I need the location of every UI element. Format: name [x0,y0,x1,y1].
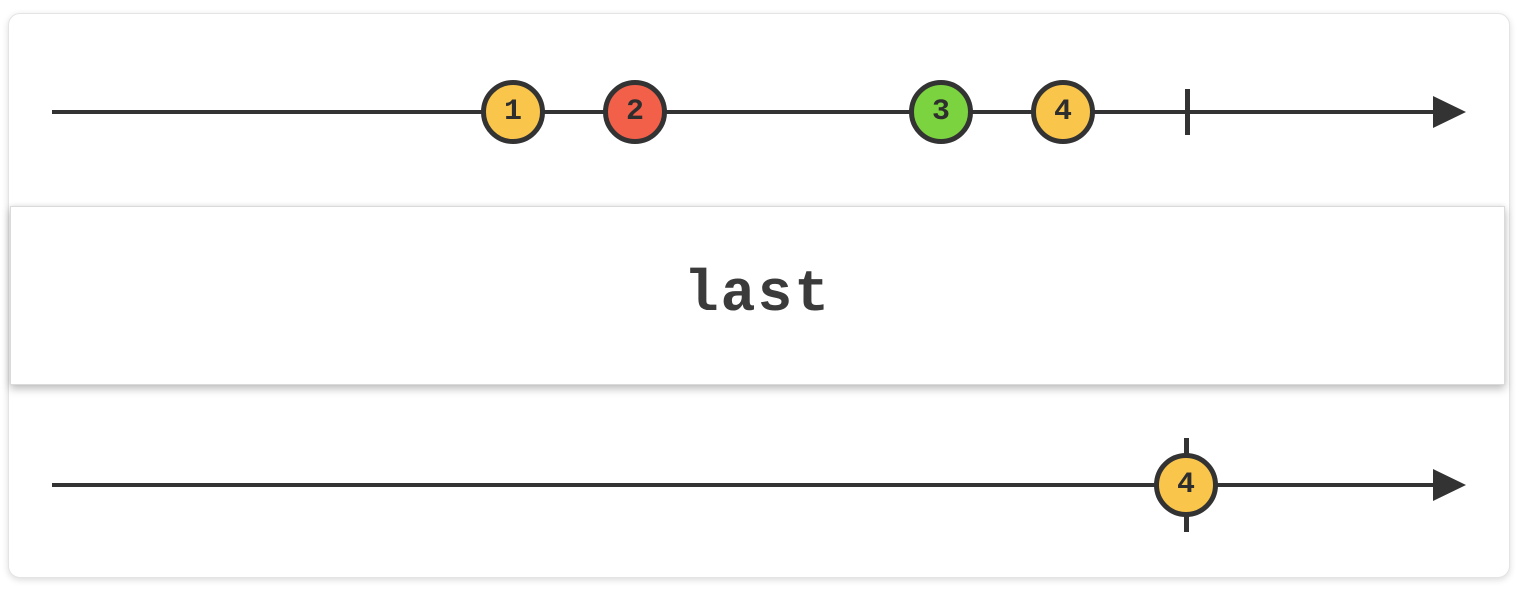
result-arrow-head-icon [1433,469,1466,501]
marble-2[interactable]: 2 [603,80,667,144]
marble-3[interactable]: 3 [909,80,973,144]
marble-4: 4 [1154,453,1218,517]
source-timeline [52,110,1434,114]
result-timeline [52,483,1434,487]
marble-4[interactable]: 4 [1031,80,1095,144]
source-arrow-head-icon [1433,96,1466,128]
marble-1[interactable]: 1 [481,80,545,144]
operator-label: last [683,263,832,328]
operator-box: last [10,206,1505,385]
complete-tick[interactable] [1184,89,1190,135]
